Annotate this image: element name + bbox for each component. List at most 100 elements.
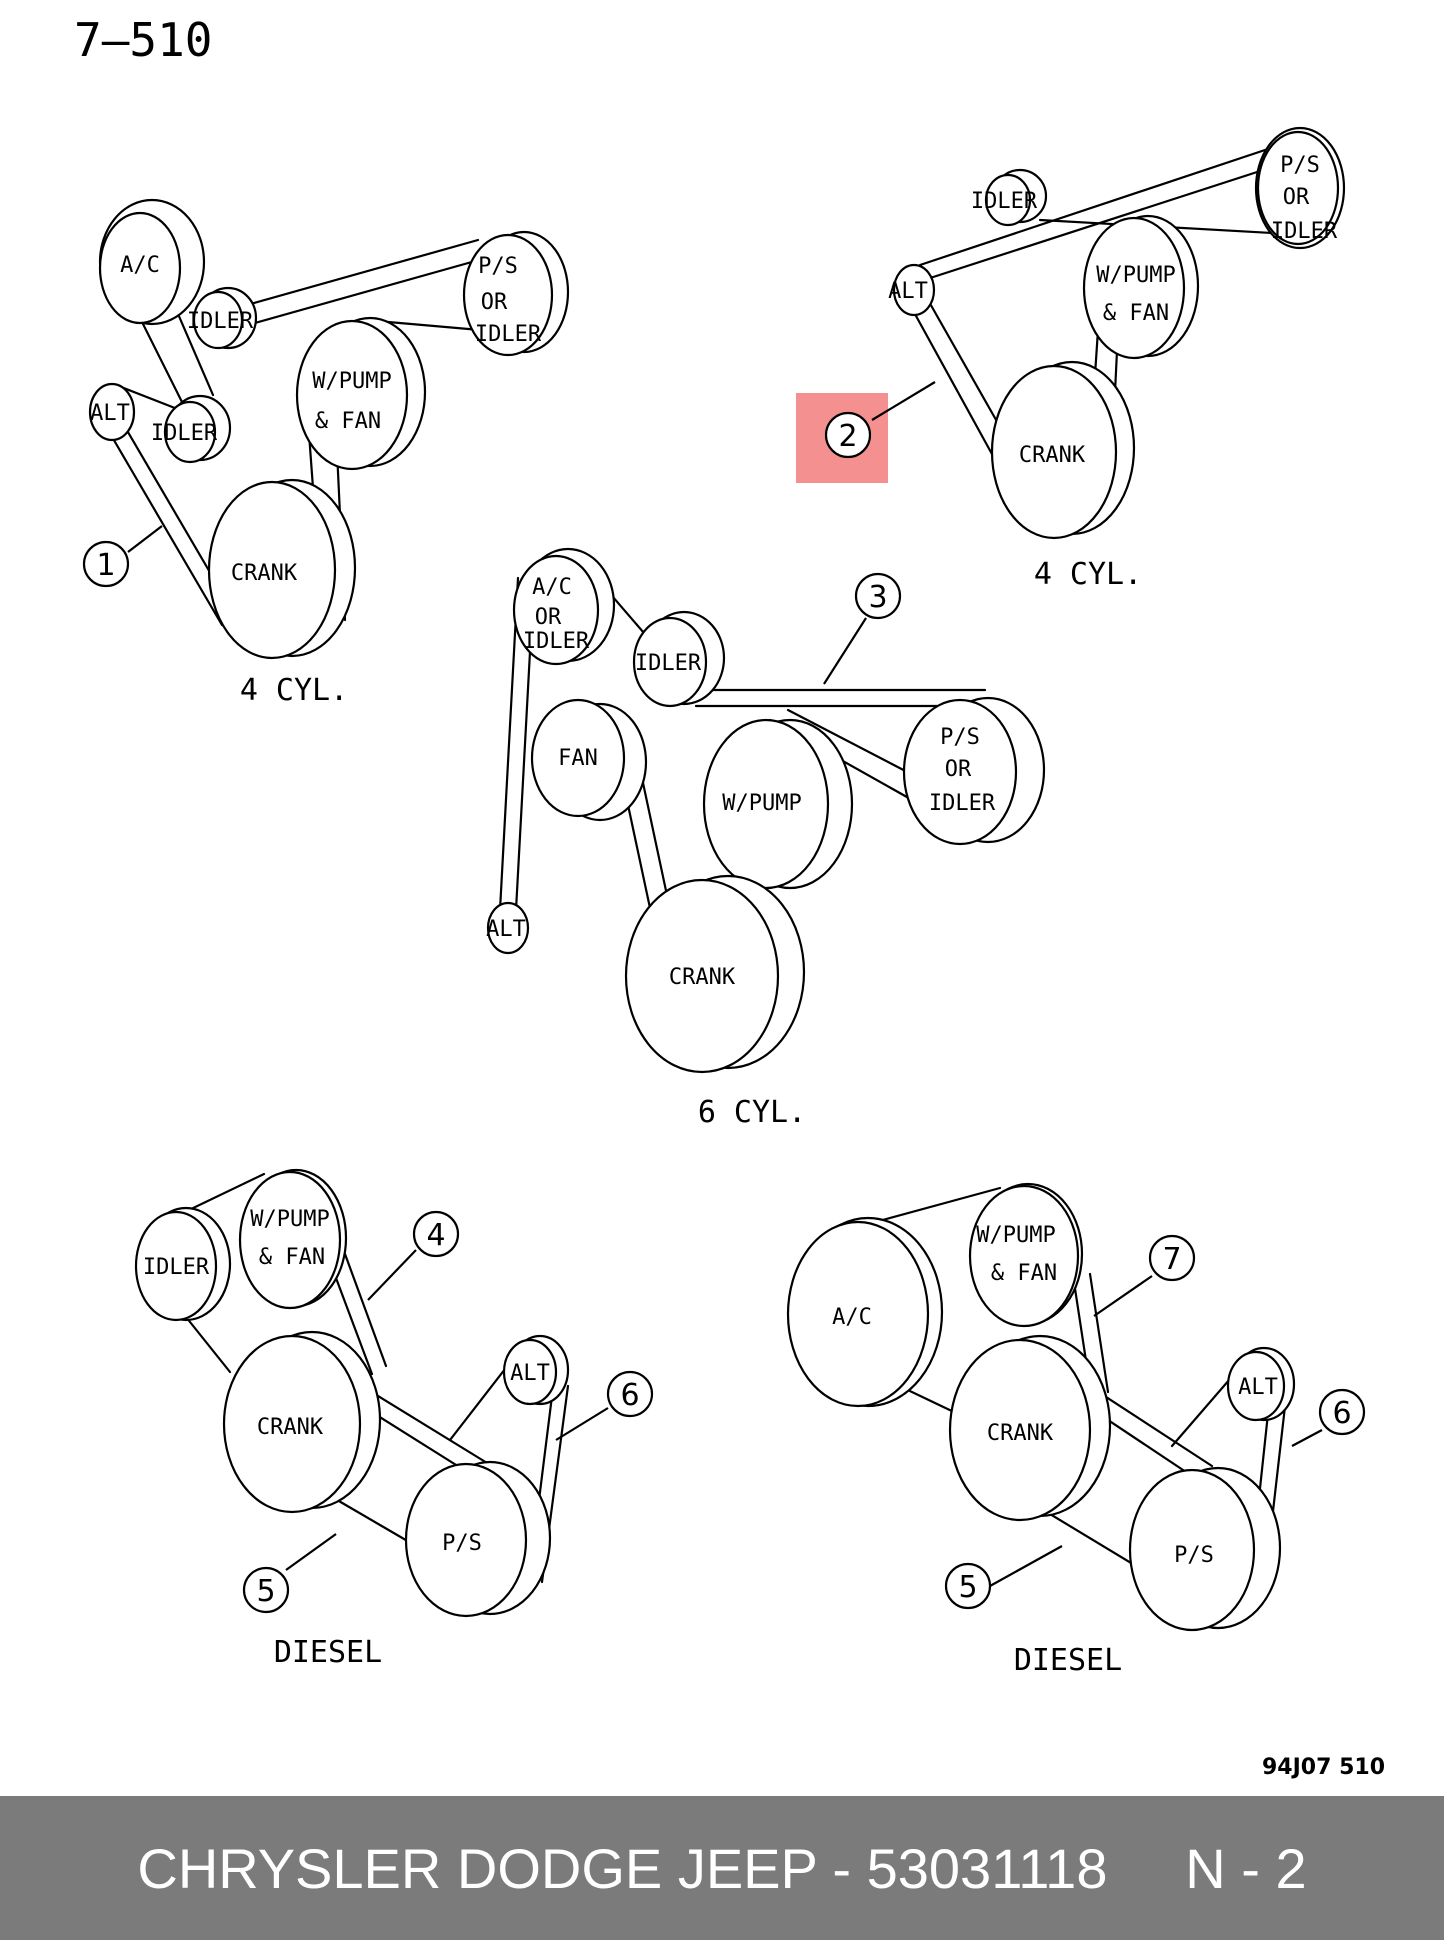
ac-label-6: A/C — [532, 575, 572, 600]
caption-diesel-right: DIESEL — [1014, 1643, 1122, 1678]
idler-label-r: IDLER — [971, 189, 1038, 214]
svg-text:2: 2 — [838, 419, 857, 454]
idler-label-ps: IDLER — [475, 322, 542, 347]
crank-label-6: CRANK — [669, 965, 736, 990]
callout-6-right: 6 — [1318, 1388, 1366, 1436]
idler-label-6b: IDLER — [635, 651, 702, 676]
svg-text:6: 6 — [620, 1378, 639, 1413]
callout-2: 2 — [824, 411, 872, 459]
caption-diesel-left: DIESEL — [274, 1635, 382, 1670]
ac-or-idler-pulley — [512, 554, 600, 666]
ps-label-d1: P/S — [442, 1531, 482, 1556]
idler-label-r-ps: IDLER — [1271, 219, 1338, 244]
crank-label: CRANK — [231, 561, 298, 586]
wpump-fan-pulley-r — [1082, 216, 1186, 360]
ac-pulley — [98, 211, 182, 325]
or-label-6: OR — [535, 605, 562, 630]
ps-pulley-d1 — [404, 1462, 528, 1618]
footer-banner: CHRYSLER DODGE JEEP - 53031118 N - 2 — [0, 1796, 1444, 1940]
idler-pulley-d1 — [134, 1210, 218, 1322]
crank-pulley — [207, 480, 337, 660]
caption-4cyl-left: 4 CYL. — [240, 673, 348, 708]
fan-pulley — [530, 698, 626, 818]
idler-label: IDLER — [187, 309, 254, 334]
idler-label-d1: IDLER — [143, 1255, 210, 1280]
wpump-fan-pulley-d2 — [968, 1184, 1080, 1328]
alt-label-d1: ALT — [510, 1361, 550, 1386]
belt-routing-diagram: 7–510 A/C IDLER IDLER ALT P/S OR IDLER W… — [74, 13, 1385, 1780]
idler-pulley — [192, 290, 244, 350]
caption-4cyl-right: 4 CYL. — [1034, 557, 1142, 592]
fan-label: FAN — [558, 746, 598, 771]
svg-text:5: 5 — [958, 1570, 977, 1605]
figure-code: 94J07 510 — [1262, 1755, 1385, 1780]
crank-pulley-d1 — [222, 1334, 362, 1514]
idler-pulley-lower — [163, 400, 217, 464]
and-fan-label-r: & FAN — [1103, 301, 1169, 326]
idler-label-6c: IDLER — [929, 791, 996, 816]
alt-pulley-d1 — [502, 1338, 558, 1406]
idler-label-lower: IDLER — [151, 421, 218, 446]
diagram-6cyl: A/C OR IDLER IDLER P/S OR IDLER FAN W/PU… — [486, 547, 1046, 1130]
and-fan-label-d2: & FAN — [991, 1261, 1057, 1286]
or-label-r: OR — [1283, 185, 1310, 210]
ps-label-6: P/S — [940, 725, 980, 750]
svg-text:5: 5 — [256, 1574, 275, 1609]
ps-label-d2: P/S — [1174, 1543, 1214, 1568]
ps-or-idler-pulley — [462, 233, 554, 357]
crank-label-d2: CRANK — [987, 1421, 1054, 1446]
wpump-label-6: W/PUMP — [722, 791, 801, 816]
ps-pulley-d2 — [1128, 1468, 1256, 1632]
wpump-label: W/PUMP — [312, 369, 391, 394]
svg-text:7: 7 — [1162, 1242, 1181, 1277]
callout-3: 3 — [854, 572, 902, 620]
alt-pulley-r — [892, 263, 936, 317]
svg-text:6: 6 — [1332, 1396, 1351, 1431]
and-fan-label-d1: & FAN — [259, 1245, 325, 1270]
callout-4: 4 — [412, 1210, 460, 1258]
diagram-diesel-left: IDLER W/PUMP & FAN CRANK ALT P/S 4 6 5 D… — [134, 1168, 654, 1670]
diagram-4cyl-right: P/S OR IDLER IDLER ALT W/PUMP & FAN CRAN… — [796, 126, 1346, 592]
wpump-label-d1: W/PUMP — [250, 1207, 329, 1232]
callout-6: 6 — [606, 1370, 654, 1418]
idler-label-6a: IDLER — [523, 629, 590, 654]
callout-5-right: 5 — [944, 1562, 992, 1610]
callout-1: 1 — [82, 540, 130, 588]
ps-label-r: P/S — [1280, 153, 1320, 178]
wpump-label-d2: W/PUMP — [976, 1223, 1055, 1248]
alt-pulley-6 — [486, 901, 530, 955]
diagram-diesel-right: A/C W/PUMP & FAN CRANK ALT P/S 7 6 5 DIE… — [786, 1182, 1366, 1678]
alt-label-r: ALT — [888, 279, 928, 304]
alt-pulley-d2 — [1226, 1350, 1286, 1422]
svg-text:3: 3 — [868, 580, 887, 615]
or-label-6b: OR — [945, 757, 972, 782]
crank-label-d1: CRANK — [257, 1415, 324, 1440]
idler-pulley-r — [984, 173, 1032, 227]
caption-6cyl: 6 CYL. — [698, 1095, 806, 1130]
alt-label-d2: ALT — [1238, 1375, 1278, 1400]
wpump-fan-pulley — [295, 319, 409, 471]
ac-pulley-d2 — [786, 1220, 930, 1408]
callout-5: 5 — [242, 1566, 290, 1614]
alt-label-6: ALT — [486, 917, 526, 942]
callout-7: 7 — [1148, 1234, 1196, 1282]
ps-or-idler-pulley-6 — [902, 698, 1018, 846]
ac-label: A/C — [120, 253, 160, 278]
crank-label-r: CRANK — [1019, 443, 1086, 468]
ps-label: P/S — [478, 254, 518, 279]
svg-text:1: 1 — [96, 548, 115, 583]
wpump-label-r: W/PUMP — [1096, 263, 1175, 288]
crank-pulley-d2 — [948, 1338, 1092, 1522]
or-label: OR — [481, 290, 508, 315]
svg-text:4: 4 — [426, 1218, 445, 1253]
wpump-fan-pulley-d1 — [238, 1170, 342, 1310]
ps-or-idler-pulley-r — [1256, 130, 1340, 246]
and-fan-label: & FAN — [315, 409, 381, 434]
page-number: 7–510 — [74, 13, 212, 67]
ac-label-d2: A/C — [832, 1305, 872, 1330]
alt-pulley — [88, 382, 136, 442]
alt-label: ALT — [90, 401, 130, 426]
crank-pulley-r — [990, 364, 1118, 540]
diagram-4cyl-left: A/C IDLER IDLER ALT P/S OR IDLER W/PUMP … — [82, 198, 570, 708]
